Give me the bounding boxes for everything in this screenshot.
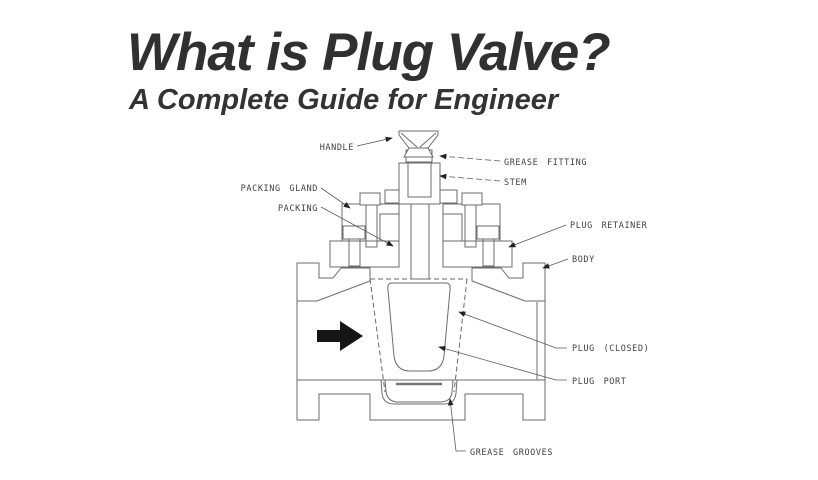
valve-body (296, 262, 546, 421)
plug-port (387, 282, 451, 372)
page-title: What is Plug Valve? (127, 23, 611, 82)
label-plug-retainer: PLUG RETAINER (570, 221, 648, 231)
label-handle: HANDLE (320, 143, 354, 153)
page-subtitle: A Complete Guide for Engineer (129, 84, 559, 116)
handle (398, 130, 439, 158)
label-grease-fitting: GREASE FITTING (504, 158, 587, 168)
label-plug-port: PLUG PORT (572, 377, 626, 387)
label-stem: STEM (504, 178, 527, 188)
label-packing-gland: PACKING GLAND (241, 184, 318, 194)
leader-lines (320, 136, 569, 452)
stem-housing (398, 162, 441, 205)
stem (410, 203, 430, 280)
label-grease-grooves: GREASE GROOVES (470, 448, 553, 458)
packing-gland-left (329, 189, 403, 268)
packing-gland-right (439, 189, 513, 268)
label-plug-closed: PLUG (CLOSED) (572, 344, 649, 354)
label-body: BODY (572, 255, 595, 265)
label-packing: PACKING (278, 204, 318, 214)
flow-arrow-icon (317, 321, 363, 351)
